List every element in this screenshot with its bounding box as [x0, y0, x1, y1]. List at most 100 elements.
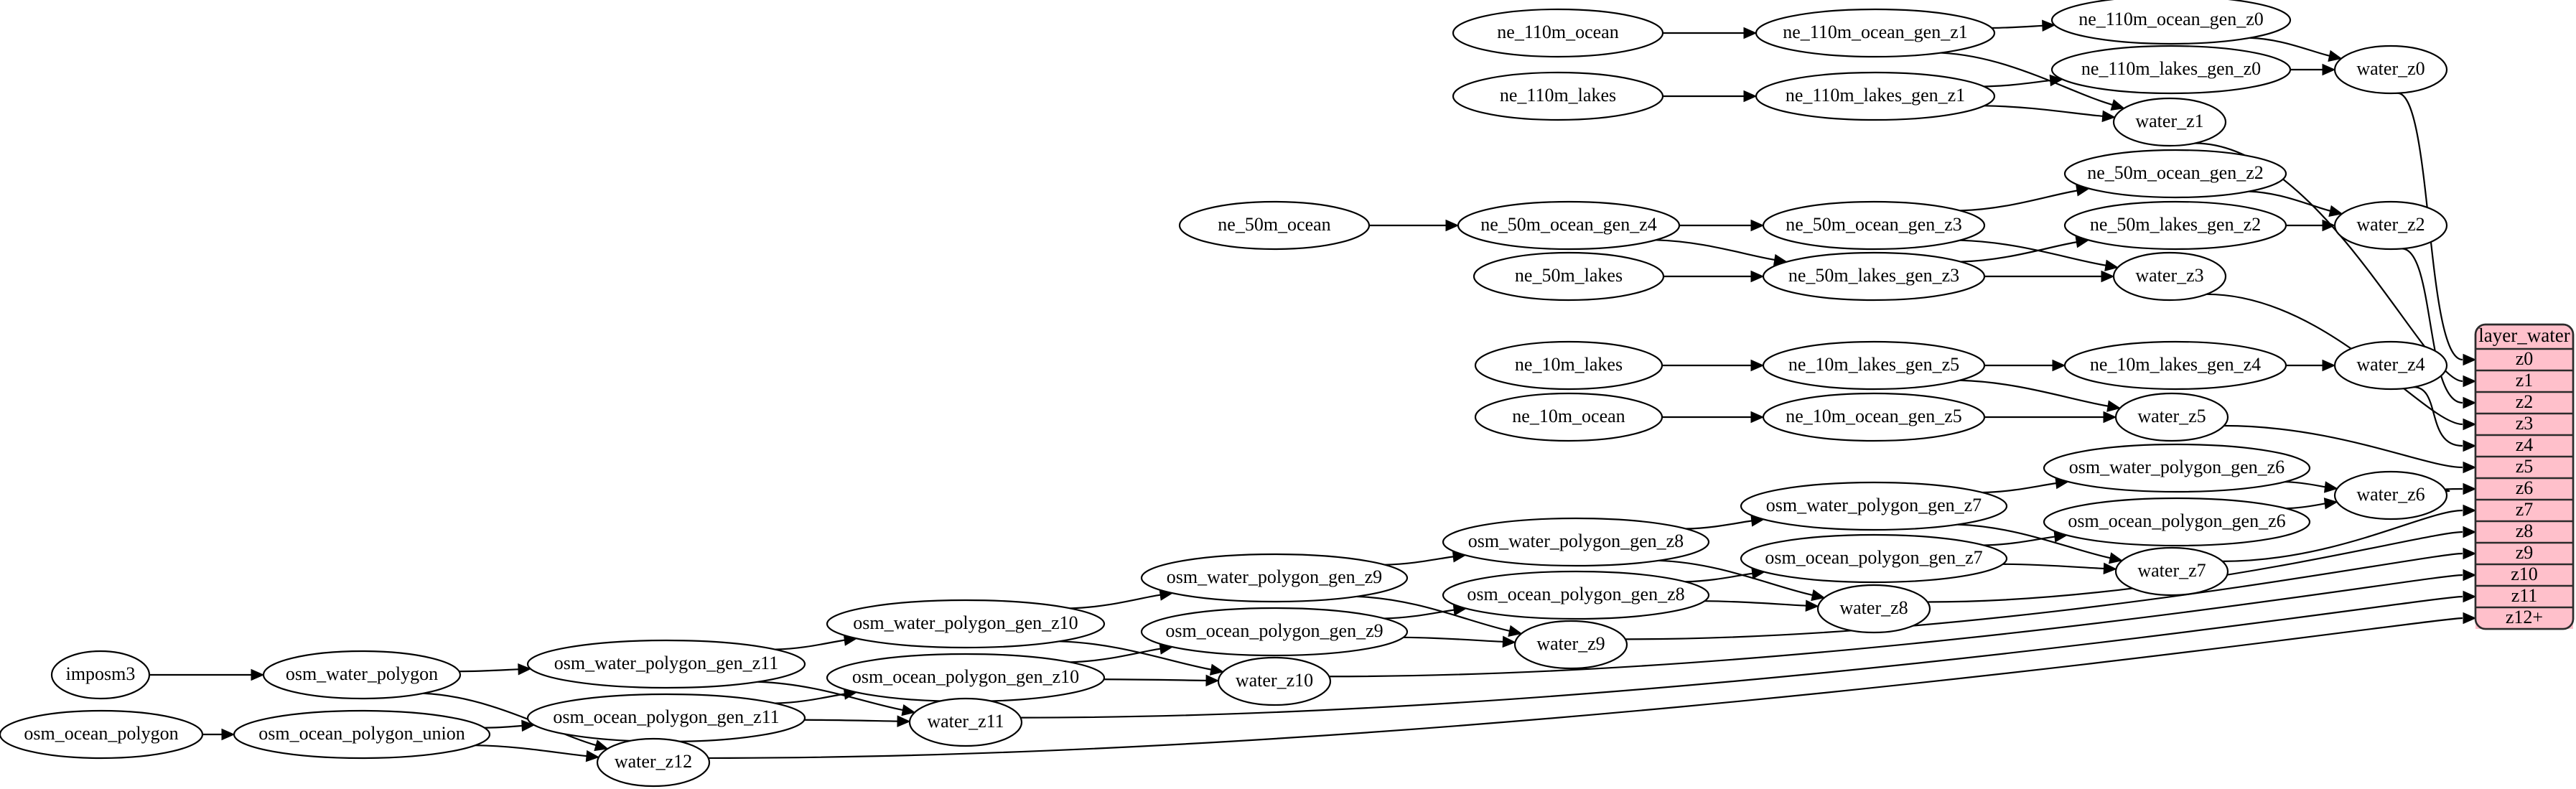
node-shape-water_z12[interactable]	[596, 737, 711, 788]
node-ne_110m_ocean[interactable]: ne_110m_ocean	[1452, 8, 1664, 58]
node-shape-ne_110m_lakes[interactable]	[1452, 71, 1664, 121]
node-shape-water_z4[interactable]	[2333, 340, 2448, 391]
node-shape-water_z10[interactable]	[1217, 656, 1332, 706]
node-shape-water_z2[interactable]	[2333, 200, 2448, 251]
node-water_z10[interactable]: water_z10	[1217, 656, 1332, 706]
node-water_z8[interactable]: water_z8	[1816, 584, 1931, 634]
node-shape-osm_ocean_polygon_gen_z7[interactable]	[1740, 533, 2008, 584]
node-osm_water_polygon_gen_z8[interactable]: osm_water_polygon_gen_z8	[1442, 517, 1710, 567]
node-shape-ne_50m_lakes_gen_z3[interactable]	[1762, 251, 1986, 302]
table-row-z8[interactable]	[2475, 521, 2573, 543]
node-osm_water_polygon[interactable]: osm_water_polygon	[262, 650, 462, 700]
node-shape-water_z0[interactable]	[2333, 45, 2448, 95]
node-osm_ocean_polygon_gen_z11[interactable]: osm_ocean_polygon_gen_z11	[526, 693, 806, 743]
table-row-z3[interactable]	[2475, 414, 2573, 435]
node-shape-ne_110m_lakes_gen_z1[interactable]	[1755, 71, 1996, 121]
node-osm_ocean_polygon[interactable]: osm_ocean_polygon	[0, 709, 204, 760]
node-ne_50m_lakes_gen_z2[interactable]: ne_50m_lakes_gen_z2	[2063, 200, 2287, 251]
node-shape-water_z1[interactable]	[2112, 97, 2227, 147]
node-ne_110m_lakes[interactable]: ne_110m_lakes	[1452, 71, 1664, 121]
node-osm_ocean_polygon_gen_z6[interactable]: osm_ocean_polygon_gen_z6	[2043, 497, 2311, 547]
node-water_z6[interactable]: water_z6	[2333, 470, 2448, 520]
node-shape-osm_water_polygon[interactable]	[262, 650, 462, 700]
node-shape-osm_water_polygon_gen_z6[interactable]	[2043, 443, 2311, 493]
node-shape-ne_50m_ocean_gen_z4[interactable]	[1457, 200, 1681, 251]
node-shape-water_z5[interactable]	[2114, 392, 2229, 442]
node-ne_110m_lakes_gen_z0[interactable]: ne_110m_lakes_gen_z0	[2050, 45, 2292, 95]
node-ne_110m_ocean_gen_z1[interactable]: ne_110m_ocean_gen_z1	[1755, 8, 1996, 58]
node-water_z0[interactable]: water_z0	[2333, 45, 2448, 95]
node-imposm3[interactable]: imposm3	[50, 650, 151, 700]
node-shape-osm_water_polygon_gen_z11[interactable]	[526, 639, 806, 689]
node-osm_ocean_polygon_union[interactable]: osm_ocean_polygon_union	[233, 709, 491, 760]
node-shape-osm_ocean_polygon[interactable]	[0, 709, 204, 760]
node-shape-osm_ocean_polygon_gen_z9[interactable]	[1140, 607, 1409, 657]
node-water_z12[interactable]: water_z12	[596, 737, 711, 788]
node-shape-ne_10m_lakes[interactable]	[1474, 340, 1663, 391]
node-shape-osm_water_polygon_gen_z10[interactable]	[826, 599, 1106, 649]
node-shape-osm_ocean_polygon_gen_z6[interactable]	[2043, 497, 2311, 547]
node-osm_water_polygon_gen_z11[interactable]: osm_water_polygon_gen_z11	[526, 639, 806, 689]
table-row-z0[interactable]	[2475, 349, 2573, 370]
node-shape-water_z11[interactable]	[908, 697, 1023, 747]
node-ne_50m_ocean_gen_z3[interactable]: ne_50m_ocean_gen_z3	[1762, 200, 1986, 251]
table-row-z9[interactable]	[2475, 543, 2573, 564]
node-shape-water_z3[interactable]	[2112, 251, 2227, 302]
table-row-z1[interactable]	[2475, 370, 2573, 392]
node-ne_10m_lakes_gen_z5[interactable]: ne_10m_lakes_gen_z5	[1762, 340, 1986, 391]
node-shape-osm_ocean_polygon_union[interactable]	[233, 709, 491, 760]
node-water_z1[interactable]: water_z1	[2112, 97, 2227, 147]
table-row-z10[interactable]	[2475, 564, 2573, 586]
node-water_z5[interactable]: water_z5	[2114, 392, 2229, 442]
node-shape-water_z6[interactable]	[2333, 470, 2448, 520]
node-shape-ne_50m_ocean[interactable]	[1178, 200, 1371, 251]
node-ne_10m_ocean_gen_z5[interactable]: ne_10m_ocean_gen_z5	[1762, 392, 1986, 442]
table-row-z7[interactable]	[2475, 500, 2573, 521]
node-shape-ne_10m_lakes_gen_z5[interactable]	[1762, 340, 1986, 391]
node-ne_50m_lakes[interactable]: ne_50m_lakes	[1473, 251, 1665, 302]
node-water_z3[interactable]: water_z3	[2112, 251, 2227, 302]
node-shape-osm_ocean_polygon_gen_z8[interactable]	[1442, 570, 1710, 620]
node-osm_water_polygon_gen_z10[interactable]: osm_water_polygon_gen_z10	[826, 599, 1106, 649]
node-ne_110m_ocean_gen_z0[interactable]: ne_110m_ocean_gen_z0	[2050, 0, 2292, 45]
node-ne_50m_ocean_gen_z4[interactable]: ne_50m_ocean_gen_z4	[1457, 200, 1681, 251]
table-row-z11[interactable]	[2475, 586, 2573, 607]
table-row-z4[interactable]	[2475, 435, 2573, 457]
node-osm_ocean_polygon_gen_z10[interactable]: osm_ocean_polygon_gen_z10	[826, 653, 1106, 703]
node-shape-osm_water_polygon_gen_z9[interactable]	[1140, 553, 1409, 603]
node-ne_10m_lakes[interactable]: ne_10m_lakes	[1474, 340, 1663, 391]
node-shape-ne_50m_lakes[interactable]	[1473, 251, 1665, 302]
node-shape-water_z8[interactable]	[1816, 584, 1931, 634]
node-shape-ne_50m_ocean_gen_z2[interactable]	[2063, 149, 2287, 199]
node-shape-osm_water_polygon_gen_z8[interactable]	[1442, 517, 1710, 567]
node-water_z7[interactable]: water_z7	[2114, 546, 2229, 597]
node-osm_water_polygon_gen_z9[interactable]: osm_water_polygon_gen_z9	[1140, 553, 1409, 603]
node-shape-ne_50m_lakes_gen_z2[interactable]	[2063, 200, 2287, 251]
node-ne_10m_ocean[interactable]: ne_10m_ocean	[1474, 392, 1663, 442]
node-ne_50m_lakes_gen_z3[interactable]: ne_50m_lakes_gen_z3	[1762, 251, 1986, 302]
node-osm_ocean_polygon_gen_z9[interactable]: osm_ocean_polygon_gen_z9	[1140, 607, 1409, 657]
table-row-z2[interactable]	[2475, 392, 2573, 414]
node-ne_50m_ocean[interactable]: ne_50m_ocean	[1178, 200, 1371, 251]
node-shape-imposm3[interactable]	[50, 650, 151, 700]
table-row-z5[interactable]	[2475, 457, 2573, 478]
node-shape-ne_110m_ocean_gen_z0[interactable]	[2050, 0, 2292, 45]
node-ne_50m_ocean_gen_z2[interactable]: ne_50m_ocean_gen_z2	[2063, 149, 2287, 199]
node-osm_ocean_polygon_gen_z8[interactable]: osm_ocean_polygon_gen_z8	[1442, 570, 1710, 620]
node-water_z9[interactable]: water_z9	[1513, 620, 1628, 670]
node-shape-ne_110m_ocean[interactable]	[1452, 8, 1664, 58]
node-shape-water_z7[interactable]	[2114, 546, 2229, 597]
node-water_z4[interactable]: water_z4	[2333, 340, 2448, 391]
node-shape-ne_10m_ocean[interactable]	[1474, 392, 1663, 442]
node-osm_water_polygon_gen_z6[interactable]: osm_water_polygon_gen_z6	[2043, 443, 2311, 493]
node-water_z11[interactable]: water_z11	[908, 697, 1023, 747]
node-shape-ne_50m_ocean_gen_z3[interactable]	[1762, 200, 1986, 251]
node-shape-water_z9[interactable]	[1513, 620, 1628, 670]
node-water_z2[interactable]: water_z2	[2333, 200, 2448, 251]
node-shape-ne_110m_ocean_gen_z1[interactable]	[1755, 8, 1996, 58]
node-shape-ne_10m_lakes_gen_z4[interactable]	[2063, 340, 2287, 391]
node-shape-ne_110m_lakes_gen_z0[interactable]	[2050, 45, 2292, 95]
node-ne_110m_lakes_gen_z1[interactable]: ne_110m_lakes_gen_z1	[1755, 71, 1996, 121]
node-ne_10m_lakes_gen_z4[interactable]: ne_10m_lakes_gen_z4	[2063, 340, 2287, 391]
node-shape-ne_10m_ocean_gen_z5[interactable]	[1762, 392, 1986, 442]
